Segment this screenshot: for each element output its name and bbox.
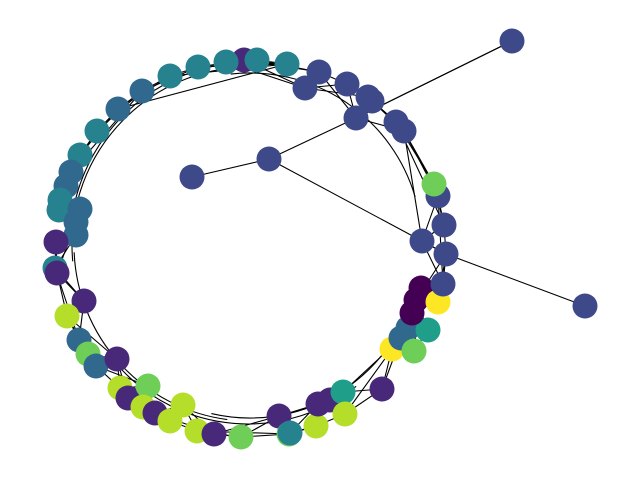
graph-node bbox=[401, 338, 427, 364]
graph-node bbox=[572, 293, 598, 319]
graph-node bbox=[105, 96, 131, 122]
graph-edge bbox=[344, 348, 393, 415]
graph-node bbox=[201, 421, 227, 447]
graph-node bbox=[343, 105, 369, 131]
graph-node bbox=[277, 420, 303, 446]
graph-edge bbox=[230, 72, 416, 198]
graph-edge bbox=[191, 158, 270, 178]
graph-node bbox=[54, 303, 80, 329]
graph-node bbox=[355, 84, 381, 110]
graph-node bbox=[430, 271, 456, 297]
graph-node bbox=[369, 376, 395, 402]
graph-node bbox=[332, 401, 358, 427]
graph-node bbox=[104, 346, 130, 372]
graph-node bbox=[71, 288, 97, 314]
graph-node bbox=[292, 75, 318, 101]
graph-node bbox=[408, 275, 434, 301]
graph-node bbox=[84, 118, 110, 144]
graph-node bbox=[185, 54, 211, 80]
graph-node bbox=[274, 51, 300, 77]
graph-node bbox=[44, 260, 70, 286]
graph-edge bbox=[71, 66, 248, 262]
graph-edge bbox=[268, 117, 357, 160]
graph-node bbox=[415, 317, 441, 343]
graph-node bbox=[63, 222, 89, 248]
graph-node bbox=[228, 424, 254, 450]
graph-node bbox=[334, 71, 360, 97]
graph-edge bbox=[403, 130, 423, 242]
graph-edge bbox=[437, 195, 444, 285]
graph-node bbox=[213, 49, 239, 75]
graph-node bbox=[383, 109, 409, 135]
graph-node bbox=[43, 229, 69, 255]
graph-node bbox=[179, 164, 205, 190]
graph-node bbox=[433, 241, 459, 267]
graph-node bbox=[499, 28, 525, 54]
graph-node bbox=[129, 78, 155, 104]
graph-node bbox=[431, 212, 457, 238]
graph-nodes bbox=[42, 28, 598, 450]
graph-node bbox=[157, 63, 183, 89]
graph-node bbox=[170, 392, 196, 418]
graph-node bbox=[83, 353, 109, 379]
graph-node bbox=[409, 228, 435, 254]
graph-node bbox=[256, 146, 282, 172]
graph-edge bbox=[445, 253, 586, 307]
graph-node bbox=[421, 171, 447, 197]
graph-edge bbox=[268, 158, 423, 242]
graph-node bbox=[244, 47, 270, 73]
graph-node bbox=[135, 373, 161, 399]
graph-node bbox=[330, 379, 356, 405]
graph-node bbox=[303, 413, 329, 439]
